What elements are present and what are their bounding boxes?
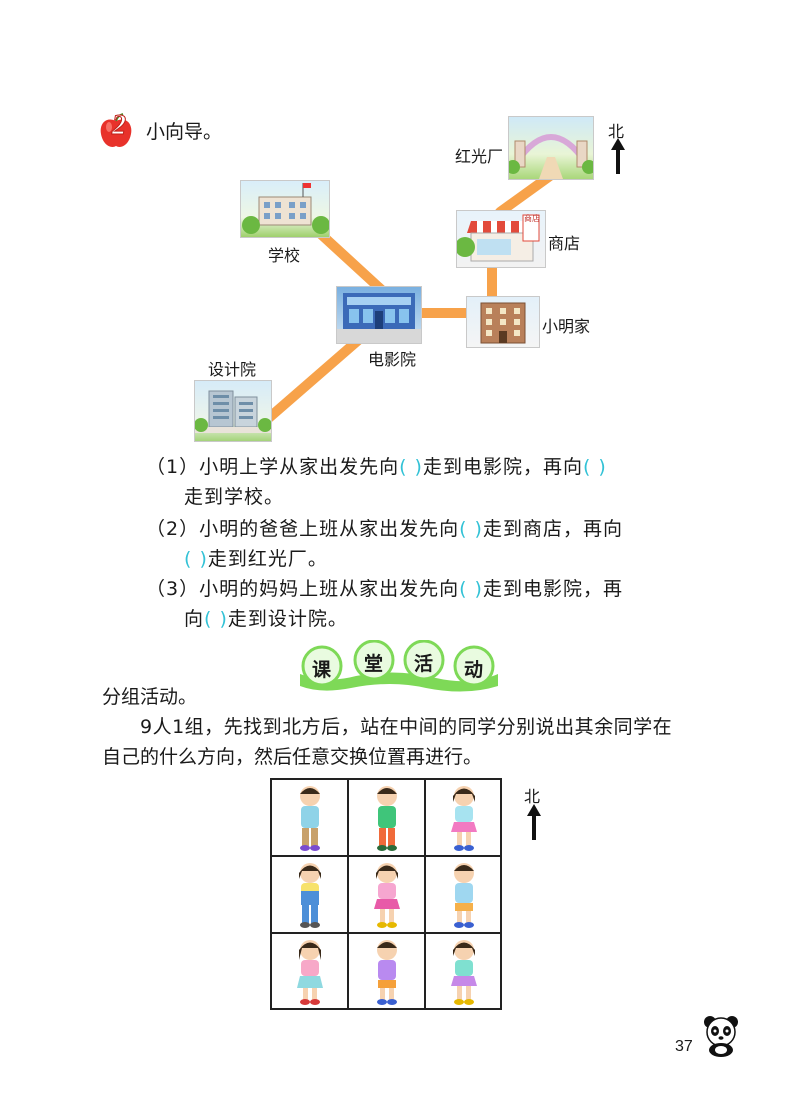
children-grid [270, 778, 502, 1010]
child-figure [297, 940, 323, 1005]
question-2-line2: ( )走到红光厂。 [184, 544, 328, 571]
banner-char-1: 课 [312, 659, 332, 681]
activity-subtitle: 分组活动。 [102, 686, 198, 708]
child-cell [272, 857, 349, 933]
child-cell [426, 934, 503, 1010]
home-picture [466, 296, 540, 348]
banner-char-2: 堂 [364, 653, 384, 675]
child-cell [349, 857, 426, 933]
question-3-text-b: 走到电影院，再 [482, 578, 623, 600]
cinema-picture [336, 286, 422, 344]
question-2-text-b: 走到商店，再向 [482, 518, 623, 540]
shop-picture [456, 210, 546, 268]
child-cell [272, 934, 349, 1010]
question-3-text-d: 走到设计院。 [227, 608, 348, 630]
map-roads [250, 171, 555, 435]
north-label: 北 [608, 122, 625, 141]
child-cell [426, 780, 503, 856]
banner-background [300, 640, 498, 692]
child-cell [349, 934, 426, 1010]
question-2-text-a: （2）小明的爸爸上班从家出发先向 [146, 518, 460, 540]
answer-blank-3a[interactable]: ( ) [459, 578, 483, 600]
question-2-text-c: 走到红光厂。 [207, 548, 328, 570]
section-title: 小向导。 [146, 121, 223, 143]
question-1-text-a: （1）小明上学从家出发先向 [146, 456, 400, 478]
child-figure [451, 786, 477, 851]
grid-north-arrow-icon [527, 804, 541, 840]
child-figure [451, 940, 477, 1005]
child-figure [454, 863, 474, 928]
place-label-design: 设计院 [208, 360, 257, 379]
answer-blank-2a[interactable]: ( ) [459, 518, 483, 540]
place-label-hongguang: 红光厂 [455, 147, 504, 166]
question-3-text-a: （3）小明的妈妈上班从家出发先向 [146, 578, 460, 600]
panda-icon [704, 1016, 738, 1057]
question-1-text-b: 走到电影院，再向 [422, 456, 583, 478]
north-arrow-icon [611, 138, 625, 174]
place-label-cinema: 电影院 [368, 350, 417, 369]
child-cell [272, 780, 349, 856]
child-figure [374, 863, 400, 928]
answer-blank-1b[interactable]: ( ) [582, 456, 607, 478]
shop-sign: 商店 [524, 214, 540, 223]
banner-char-3: 活 [414, 653, 434, 675]
child-figure [300, 786, 320, 851]
child-cell [349, 780, 426, 856]
question-2-line1: （2）小明的爸爸上班从家出发先向( )走到商店，再向 [146, 514, 623, 541]
child-figure [377, 940, 397, 1005]
place-label-school: 学校 [268, 246, 301, 265]
question-3-line1: （3）小明的妈妈上班从家出发先向( )走到电影院，再 [146, 574, 623, 601]
section-number: 2 [112, 110, 127, 142]
question-3-line2: 向( )走到设计院。 [184, 604, 348, 631]
school-picture [240, 180, 330, 238]
page-number: 37 [675, 1038, 693, 1055]
answer-blank-2b[interactable]: ( ) [184, 548, 208, 570]
activity-banner: 课 堂 活 动 [296, 640, 502, 692]
factory-picture [508, 116, 594, 180]
grid-north-label: 北 [524, 787, 541, 806]
child-cell [426, 857, 503, 933]
place-label-shop: 商店 [548, 234, 581, 253]
answer-blank-1a[interactable]: ( ) [399, 456, 423, 478]
apple-number-icon [96, 112, 136, 152]
place-label-home: 小明家 [542, 317, 591, 336]
answer-blank-3b[interactable]: ( ) [204, 608, 228, 630]
activity-paragraph-line2: 自己的什么方向，然后任意交换位置再进行。 [102, 746, 483, 768]
activity-paragraph-line1: 9人1组，先找到北方后，站在中间的同学分别说出其余同学在 [140, 716, 673, 738]
question-1-line1: （1）小明上学从家出发先向( )走到电影院，再向( ) [146, 452, 607, 479]
design-institute-picture [194, 380, 272, 442]
child-figure [377, 786, 397, 851]
child-figure [299, 863, 321, 928]
question-1-line2: 走到学校。 [184, 486, 285, 508]
banner-char-4: 动 [464, 659, 484, 681]
question-3-text-c: 向 [184, 608, 205, 630]
